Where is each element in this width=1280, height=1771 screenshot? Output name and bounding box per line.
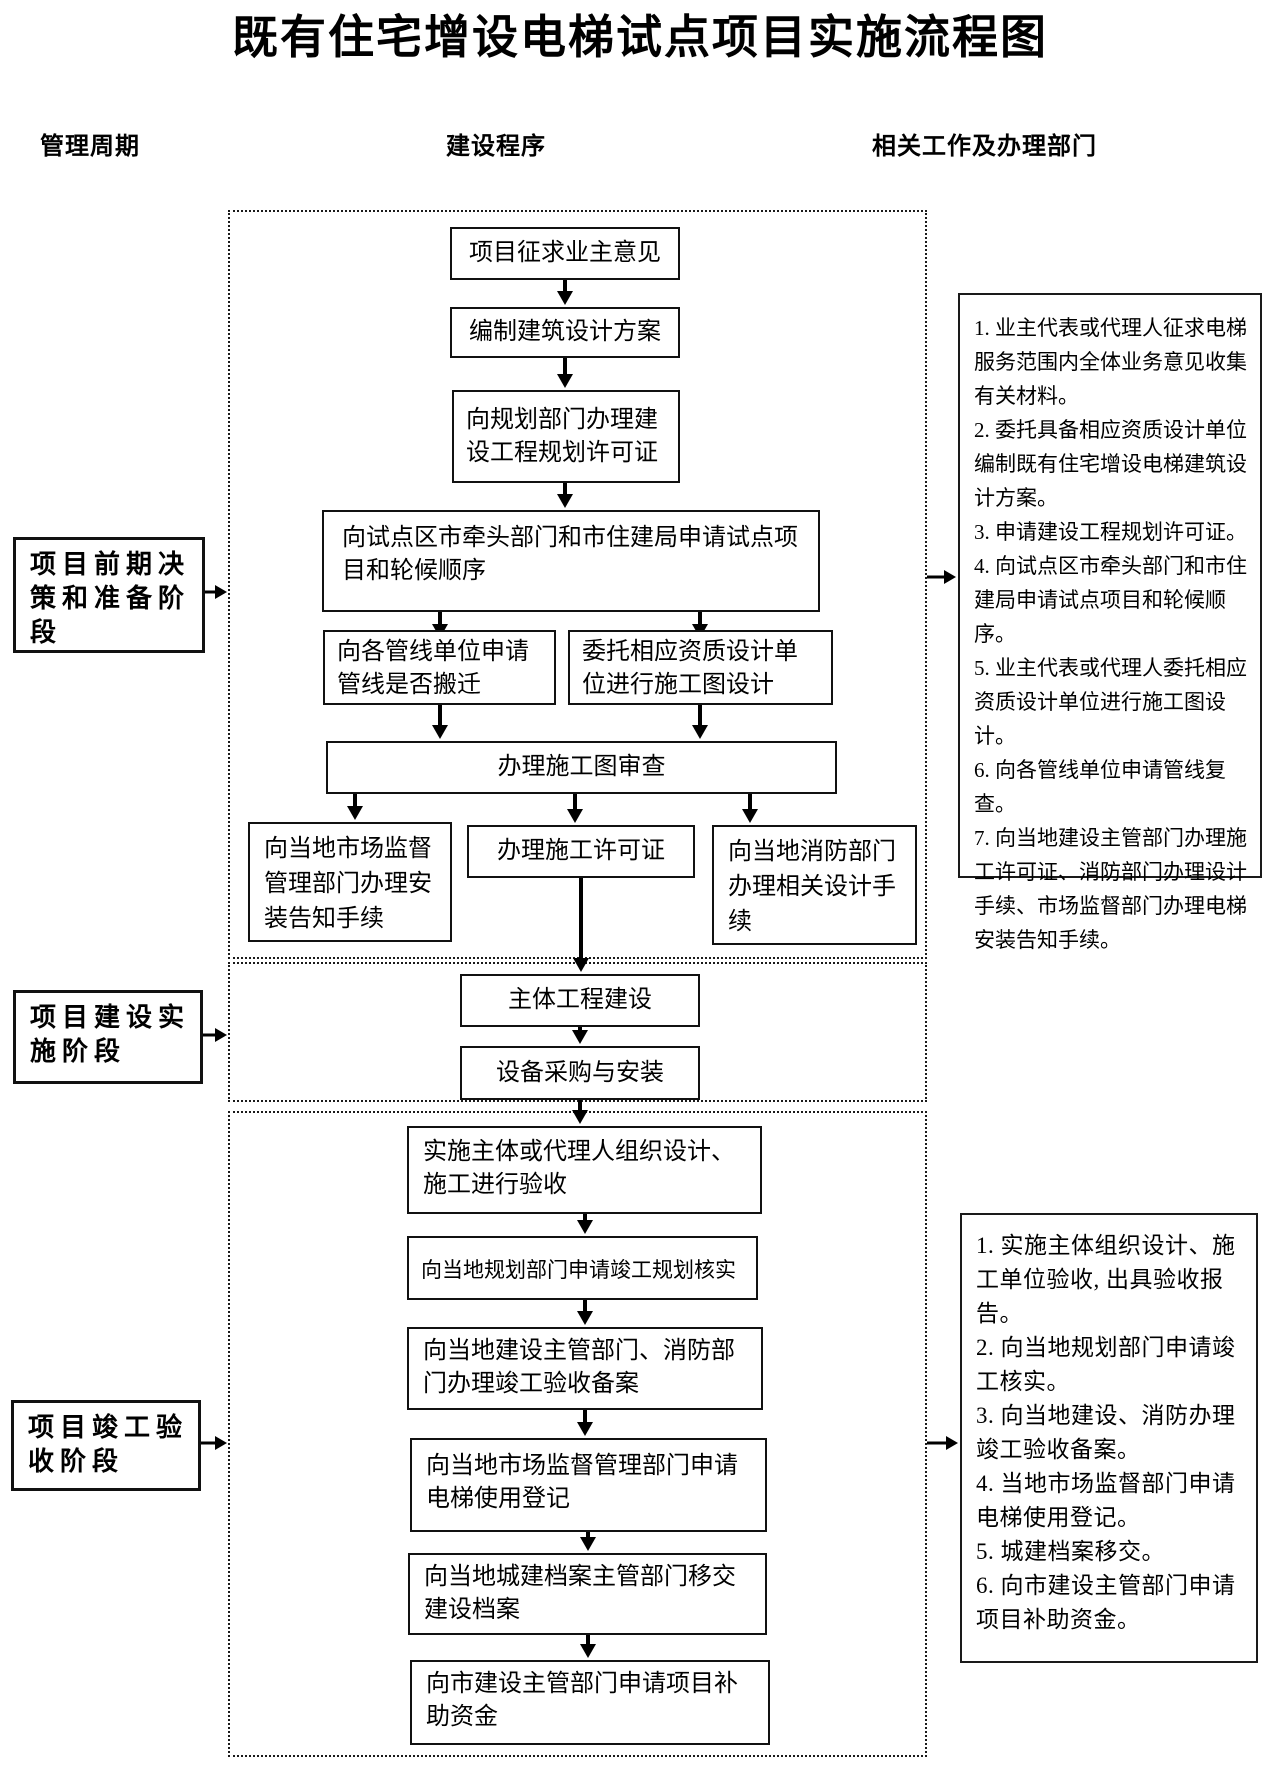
stage-box-preparation: 项目前期决策和准备阶段 <box>13 537 205 653</box>
flow-box-equipment-install: 设备采购与安装 <box>460 1046 700 1100</box>
flow-box-planning-verification: 向当地规划部门申请竣工规划核实 <box>407 1236 758 1300</box>
flow-box-subsidy-application: 向市建设主管部门申请项目补助资金 <box>410 1660 770 1745</box>
note-arrow-1 <box>927 570 956 584</box>
note-prep-item: 4. 向试点区市牵头部门和市住建局申请试点项目和轮候顺序。 <box>974 554 1247 646</box>
flow-arrow-9 <box>567 794 583 823</box>
note-prep-item: 1. 业主代表或代理人征求电梯服务范围内全体业务意见收集有关材料。 <box>974 316 1247 408</box>
flow-arrow-16 <box>577 1410 593 1436</box>
flow-arrow-6 <box>432 705 448 739</box>
stage-arrow-3 <box>200 1436 227 1450</box>
note-acceptance-item: 4. 当地市场监督部门申请电梯使用登记。 <box>976 1471 1236 1530</box>
flow-box-archives-transfer: 向当地城建档案主管部门移交建设档案 <box>408 1553 767 1635</box>
flow-box-drawing-review: 办理施工图审查 <box>326 741 837 794</box>
note-box-preparation: 1. 业主代表或代理人征求电梯服务范围内全体业务意见收集有关材料。 2. 委托具… <box>958 293 1262 952</box>
column-header-related-work: 相关工作及办理部门 <box>872 134 1097 160</box>
note-acceptance-item: 2. 向当地规划部门申请竣工核实。 <box>976 1335 1236 1394</box>
note-box-acceptance: 1. 实施主体组织设计、施工单位验收, 出具验收报告。 2. 向当地规划部门申请… <box>960 1213 1258 1663</box>
flow-arrow-10 <box>742 794 758 823</box>
page-title: 既有住宅增设电梯试点项目实施流程图 <box>232 12 1048 63</box>
note-prep-item: 3. 申请建设工程规划许可证。 <box>974 520 1247 544</box>
flow-box-planning-permit: 向规划部门办理建设工程规划许可证 <box>452 390 680 483</box>
flow-box-construction-permit: 办理施工许可证 <box>467 825 695 878</box>
flow-box-install-notice: 向当地市场监督管理部门办理安装告知手续 <box>248 822 452 942</box>
flow-box-completion-filing: 向当地建设主管部门、消防部门办理竣工验收备案 <box>407 1327 763 1410</box>
note-prep-item: 5. 业主代表或代理人委托相应资质设计单位进行施工图设计。 <box>974 656 1247 748</box>
note-acceptance-item: 5. 城建档案移交。 <box>976 1539 1165 1564</box>
flow-box-main-construction: 主体工程建设 <box>460 974 700 1027</box>
stage-box-acceptance: 项目竣工验收阶段 <box>11 1400 201 1491</box>
flow-arrow-18 <box>580 1635 596 1658</box>
flow-arrow-1 <box>557 280 573 305</box>
flow-arrow-15 <box>577 1300 593 1325</box>
note-prep-item: 7. 向当地建设主管部门办理施工许可证、消防部门办理设计手续、市场监督部门办理电… <box>974 826 1247 952</box>
note-acceptance-item: 3. 向当地建设、消防办理竣工验收备案。 <box>976 1403 1236 1462</box>
stage-arrow-2 <box>202 1028 227 1042</box>
flow-arrow-13 <box>572 1100 588 1124</box>
flow-arrow-12 <box>572 1027 588 1044</box>
flow-arrow-8 <box>347 794 363 820</box>
flow-box-organize-acceptance: 实施主体或代理人组织设计、施工进行验收 <box>407 1126 762 1214</box>
column-header-construction-procedure: 建设程序 <box>446 134 546 160</box>
stage-box-implementation: 项目建设实施阶段 <box>13 990 203 1084</box>
flow-box-elevator-registration: 向当地市场监督管理部门申请电梯使用登记 <box>410 1438 767 1532</box>
flow-arrow-11 <box>573 878 589 972</box>
flow-box-drawing-design: 委托相应资质设计单位进行施工图设计 <box>568 630 833 705</box>
flow-arrow-7 <box>692 705 708 739</box>
note-prep-item: 2. 委托具备相应资质设计单位编制既有住宅增设电梯建筑设计方案。 <box>974 418 1247 510</box>
flow-arrow-2 <box>557 358 573 388</box>
note-acceptance-item: 6. 向市建设主管部门申请项目补助资金。 <box>976 1573 1236 1632</box>
flow-arrow-14 <box>577 1214 593 1234</box>
flow-box-fire-design: 向当地消防部门办理相关设计手续 <box>712 825 917 945</box>
flow-arrow-17 <box>580 1532 596 1551</box>
flow-box-pilot-application: 向试点区市牵头部门和市住建局申请试点项目和轮候顺序 <box>322 510 820 612</box>
flow-box-design-scheme: 编制建筑设计方案 <box>450 307 680 358</box>
flow-box-pipeline-inquiry: 向各管线单位申请管线是否搬迁 <box>323 630 556 705</box>
column-header-management-cycle: 管理周期 <box>40 134 140 160</box>
flow-arrow-3 <box>557 483 573 508</box>
note-prep-item: 6. 向各管线单位申请管线复查。 <box>974 758 1226 816</box>
note-arrow-2 <box>927 1436 958 1450</box>
note-acceptance-item: 1. 实施主体组织设计、施工单位验收, 出具验收报告。 <box>976 1233 1236 1326</box>
flow-box-seek-owner-opinion: 项目征求业主意见 <box>450 227 680 280</box>
stage-arrow-1 <box>204 585 227 599</box>
